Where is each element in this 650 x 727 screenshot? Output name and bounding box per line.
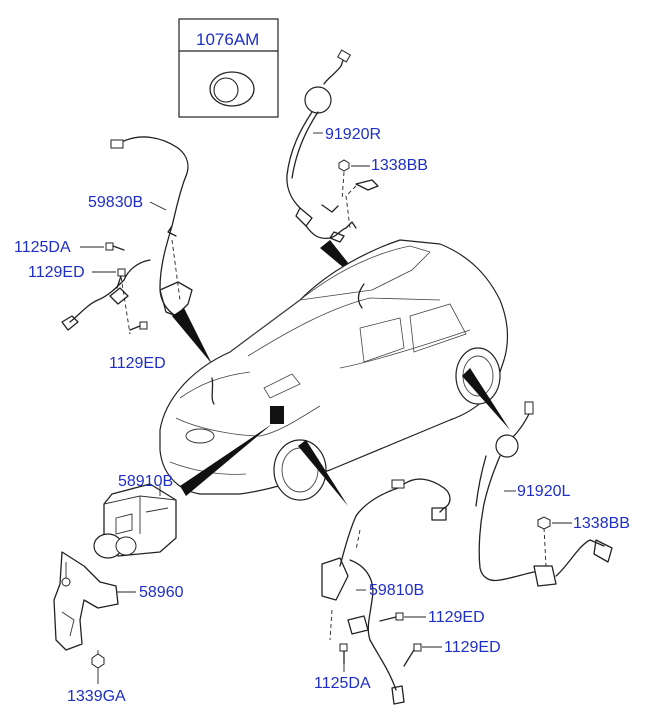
hecu-bracket [53,551,119,651]
label-1129ED-left-b: 1129ED [109,355,166,372]
label-1338BB-top: 1338BB [371,157,428,174]
pointer-front-left [172,308,212,364]
hecu-mount-icon [270,406,284,424]
bolt-icon [105,242,125,251]
nut-icon [537,516,551,530]
sensor-rear-right [286,49,379,243]
label-59830B: 59830B [88,194,143,211]
bolt-icon [129,321,148,331]
label-1338BB-right: 1338BB [573,515,630,532]
bolt-icon [339,643,348,665]
car-body [159,239,509,495]
label-1339GA: 1339GA [67,688,126,705]
label-91920L: 91920L [517,483,570,500]
label-1129ED-right-b: 1129ED [444,639,501,656]
rear-sensor-harness [357,283,365,309]
bolt-icon [116,268,126,289]
pointer-rear-left [462,368,510,430]
sensor-front-left [61,136,193,335]
label-1129ED-left-a: 1129ED [28,264,85,281]
label-1129ED-right-a: 1129ED [428,609,485,626]
bolt-icon [379,612,404,622]
hecu-unit [93,483,177,559]
label-1125DA-right: 1125DA [314,675,371,692]
label-91920R: 91920R [325,126,381,143]
label-1125DA-left: 1125DA [14,239,71,256]
label-1076AM: 1076AM [196,30,259,49]
label-58910B: 58910B [118,473,173,490]
nut-icon [91,653,105,669]
pointer-front-right [298,440,348,506]
label-59810B: 59810B [369,582,424,599]
pointer-hecu [180,424,272,496]
sensor-front-right [321,478,451,705]
cap-plug-icon [209,71,255,107]
front-sensor-harness [211,377,215,405]
cap-part-box [178,18,279,118]
sensor-rear-left [475,401,613,587]
label-58960: 58960 [139,584,184,601]
nut-icon [338,159,350,172]
bolt-icon [403,643,422,667]
